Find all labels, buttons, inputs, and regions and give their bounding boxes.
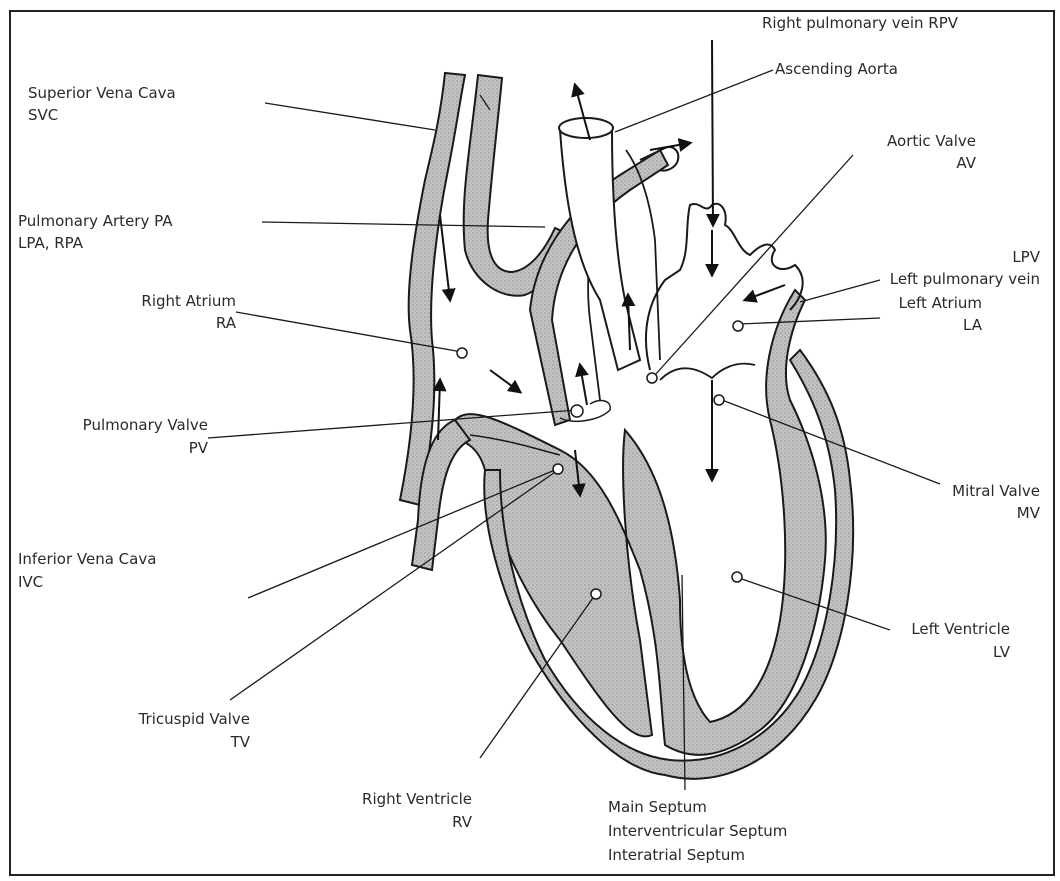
- label-la-name: Left Atrium: [860, 292, 982, 314]
- label-septum-interatrial: Interatrial Septum: [608, 844, 745, 866]
- label-aortic-valve-name: Aortic Valve: [840, 130, 976, 152]
- label-ra-name: Right Atrium: [90, 290, 236, 312]
- label-lpv-name: Left pulmonary vein: [840, 268, 1040, 290]
- label-ivc-abbr: IVC: [18, 571, 43, 593]
- label-pv-name: Pulmonary Valve: [40, 414, 208, 436]
- label-ra-abbr: RA: [90, 312, 236, 334]
- label-pv-abbr: PV: [40, 437, 208, 459]
- label-svc-name: Superior Vena Cava: [28, 82, 176, 104]
- label-la-abbr: LA: [860, 314, 982, 336]
- label-aortic-valve-abbr: AV: [840, 152, 976, 174]
- label-svc-abbr: SVC: [28, 104, 58, 126]
- label-tv-abbr: TV: [90, 731, 250, 753]
- label-lv-abbr: LV: [860, 641, 1010, 663]
- label-lpv-abbr: LPV: [840, 246, 1040, 268]
- label-septum-interventricular: Interventricular Septum: [608, 820, 787, 842]
- label-rv-abbr: RV: [310, 811, 472, 833]
- label-rv-name: Right Ventricle: [310, 788, 472, 810]
- label-lv-name: Left Ventricle: [860, 618, 1010, 640]
- label-ascending-aorta: Ascending Aorta: [775, 58, 898, 80]
- label-mv-name: Mitral Valve: [900, 480, 1040, 502]
- label-pa-name: Pulmonary Artery PA: [18, 210, 172, 232]
- label-septum-main: Main Septum: [608, 796, 707, 818]
- label-pa-branches: LPA, RPA: [18, 232, 83, 254]
- label-ivc-name: Inferior Vena Cava: [18, 548, 156, 570]
- heart-wall: [455, 290, 853, 779]
- label-rpv: Right pulmonary vein RPV: [762, 12, 958, 34]
- label-tv-name: Tricuspid Valve: [90, 708, 250, 730]
- label-mv-abbr: MV: [900, 502, 1040, 524]
